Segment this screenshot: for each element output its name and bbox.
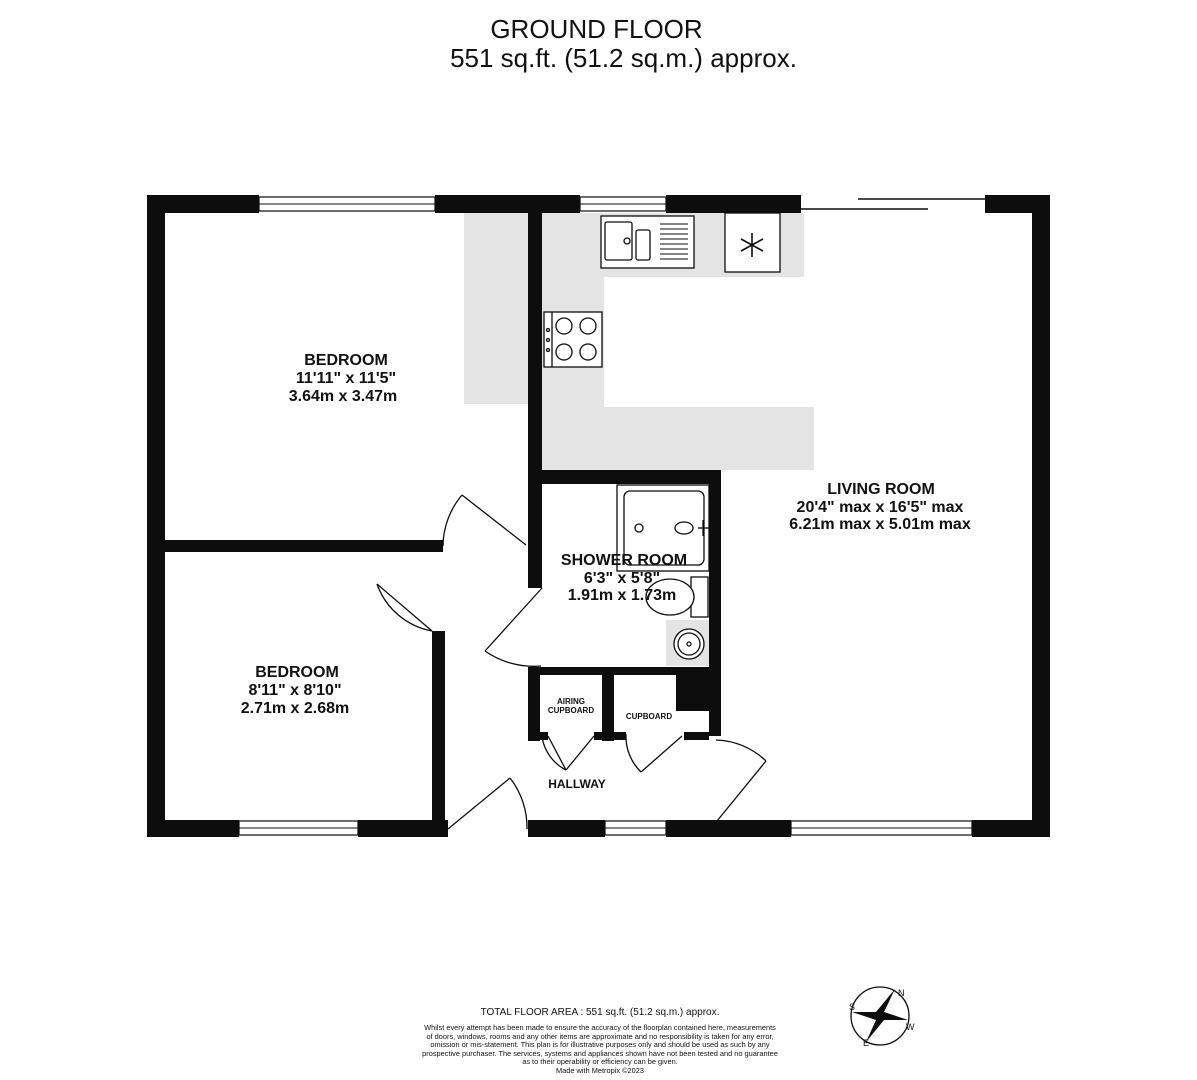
bedroom2-metric: 2.71m x 2.68m	[241, 700, 350, 717]
compass-e: E	[863, 1038, 869, 1048]
shower-room-name: SHOWER ROOM	[561, 552, 687, 569]
shower-room-metric: 1.91m x 1.73m	[568, 587, 677, 604]
disclaimer: Whilst every attempt has been made to en…	[390, 1023, 810, 1076]
living-room-metric: 6.21m max x 5.01m max	[789, 516, 971, 533]
airing-cupboard-line1: AIRING	[557, 697, 585, 706]
compass-n: N	[898, 988, 905, 998]
floor-title: GROUND FLOOR	[490, 14, 703, 44]
disclaimer-line: Made with Metropix ©2023	[555, 1065, 645, 1075]
disclaimer-line: Whilst every attempt has been made to en…	[424, 1023, 776, 1032]
cupboard-label: CUPBOARD	[626, 712, 672, 721]
disclaimer-line: prospective purchaser. The services, sys…	[422, 1048, 778, 1058]
window-glazing	[239, 203, 972, 829]
patio-door	[801, 198, 985, 210]
living-room-imperial: 20'4" max x 16'5" max	[797, 499, 964, 516]
total-floor-area: TOTAL FLOOR AREA : 551 sq.ft. (51.2 sq.m…	[480, 1007, 720, 1018]
compass-s: S	[849, 1002, 855, 1012]
floor-area: 551 sq.ft. (51.2 sq.m.) approx.	[450, 43, 797, 73]
kitchen-sink-icon	[600, 215, 695, 269]
bedroom2-imperial: 8'11" x 8'10"	[248, 682, 341, 699]
doors	[376, 494, 767, 830]
living-room-name: LIVING ROOM	[827, 481, 935, 498]
disclaimer-line: as to their operability or efficiency ca…	[522, 1057, 678, 1067]
hallway-label: HALLWAY	[548, 777, 606, 791]
disclaimer-line: omission or mis-statement. This plan is …	[430, 1040, 770, 1050]
airing-cupboard-line2: CUPBOARD	[548, 706, 594, 715]
basin-icon	[673, 628, 705, 660]
toilet-icon	[645, 576, 709, 618]
disclaimer-line: of doors, windows, rooms and any other i…	[426, 1031, 774, 1041]
hob-icon	[543, 311, 603, 368]
bedroom1-metric: 3.64m x 3.47m	[289, 388, 398, 405]
bedroom1-imperial: 11'11" x 11'5"	[296, 370, 396, 387]
compass-icon: N W E S	[849, 986, 915, 1048]
compass-w: W	[906, 1022, 915, 1032]
shower-tray-icon	[616, 484, 710, 572]
shower-room-imperial: 6'3" x 5'8"	[584, 570, 660, 587]
bedroom2-name: BEDROOM	[255, 664, 339, 681]
walls	[147, 195, 1050, 837]
freezer-icon	[724, 212, 781, 273]
bedroom1-name: BEDROOM	[304, 352, 388, 369]
